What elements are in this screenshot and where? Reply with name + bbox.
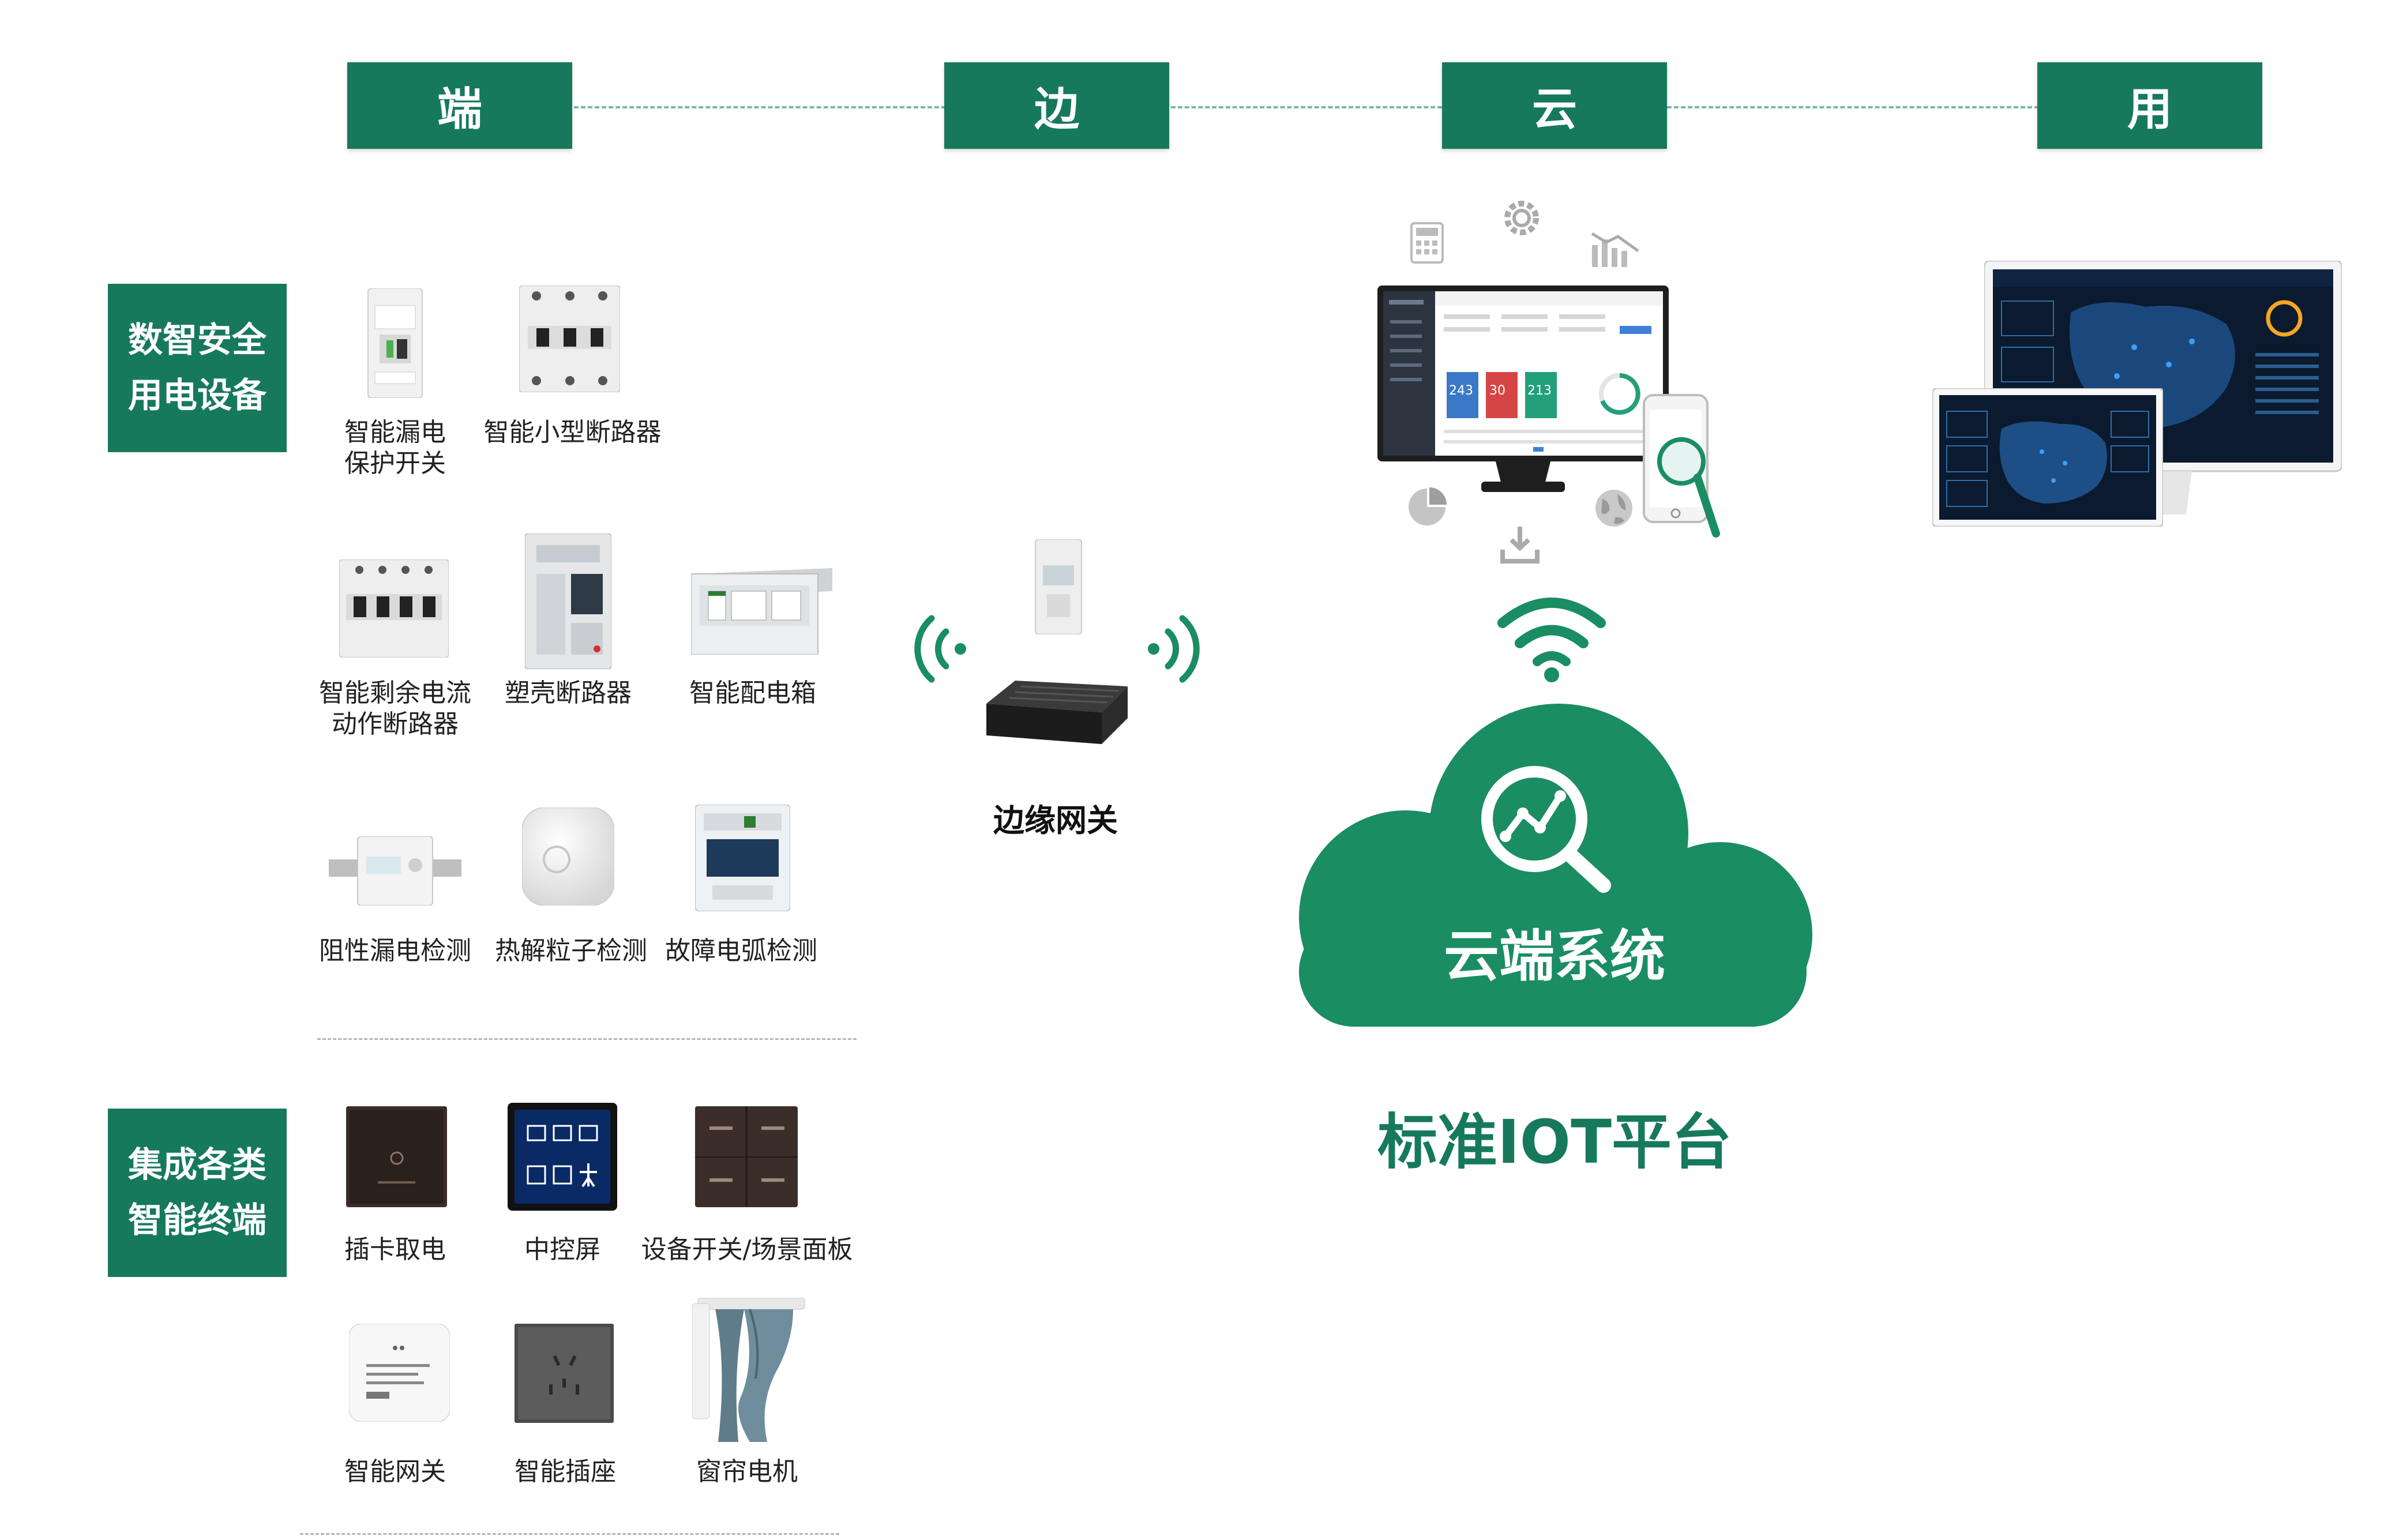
device-label-molded-breaker: 塑壳断路器 [496, 678, 640, 709]
device-label-pyrolysis-detect: 热解粒子检测 [490, 936, 652, 967]
device-label-resistive-detect: 阻性漏电检测 [314, 936, 476, 967]
device-label-smart-socket: 智能插座 [490, 1456, 640, 1488]
category-line: 集成各类 [128, 1145, 266, 1185]
curtain-motor-image [692, 1298, 805, 1442]
tier-application: 用 [2037, 62, 2262, 149]
label-line: 窗帘电机 [696, 1457, 798, 1486]
dashboard-card-value: 243 [1449, 384, 1473, 398]
label-line: 保护开关 [344, 449, 446, 478]
tier-connector [1667, 106, 2039, 108]
tier-connector [574, 106, 946, 108]
category-line: 用电设备 [128, 375, 266, 416]
pyrolysis-detector-image [522, 807, 614, 906]
dashboard-card-value: 213 [1527, 384, 1552, 398]
label-line: 故障电弧检测 [665, 936, 817, 966]
category-line: 智能终端 [128, 1200, 266, 1241]
device-label-mini-breaker: 智能小型断路器 [473, 417, 672, 448]
smart-gateway-image [349, 1324, 450, 1422]
management-monitor-image [1377, 286, 1669, 492]
device-label-residual-breaker: 智能剩余电流 动作断路器 [311, 678, 479, 740]
label-line: 塑壳断路器 [505, 678, 632, 708]
card-power-switch-image [346, 1106, 447, 1207]
section-divider [300, 1533, 839, 1535]
label-line: 中控屏 [524, 1235, 600, 1264]
label-line: 智能剩余电流 [319, 678, 471, 708]
device-label-arc-detect: 故障电弧检测 [660, 936, 822, 967]
label-line: 智能漏电 [344, 418, 446, 447]
edge-gateway-image [986, 681, 1128, 744]
label-line: 智能插座 [515, 1457, 616, 1486]
cloud-shape [1299, 704, 1812, 1027]
category-line: 数智安全 [128, 320, 266, 360]
label-line: 插卡取电 [344, 1235, 446, 1264]
analytics-search-icon [1481, 766, 1611, 893]
wifi-signal-icon [1497, 598, 1606, 682]
label-line: 智能配电箱 [689, 678, 816, 708]
device-label-smart-gateway: 智能网关 [320, 1456, 470, 1488]
category-smart-terminals: 集成各类 智能终端 [108, 1109, 287, 1277]
arc-detector-image [695, 805, 790, 911]
device-label-card-power: 插卡取电 [320, 1234, 470, 1265]
device-label-distribution-box: 智能配电箱 [681, 678, 825, 709]
label-line: 智能小型断路器 [483, 418, 662, 447]
chart-trend-icon [1591, 232, 1639, 267]
calculator-icon [1410, 222, 1444, 264]
label-line: 智能网关 [344, 1457, 446, 1486]
dashboard-card-value: 30 [1489, 384, 1505, 398]
tier-connector [1171, 106, 1442, 108]
molded-breaker-image [525, 534, 611, 669]
gear-icon [1504, 201, 1539, 235]
category-safety-devices: 数智安全 用电设备 [108, 284, 287, 452]
cloud-system-label: 云端系统 [1444, 924, 1665, 989]
device-label-control-screen: 中控屏 [487, 1234, 637, 1265]
edge-meter-image [1035, 539, 1082, 634]
residual-breaker-image [339, 559, 449, 658]
device-label-curtain-motor: 窗帘电机 [672, 1456, 822, 1488]
tier-edge: 边 [944, 62, 1169, 149]
dashboard-tablet-image [1932, 388, 2163, 527]
tier-device: 端 [347, 62, 572, 149]
leakage-switch-image [367, 288, 423, 398]
label-line: 动作断路器 [332, 709, 459, 739]
control-screen-image [508, 1103, 617, 1211]
mobile-phone-image [1643, 394, 1720, 538]
download-icon [1500, 527, 1540, 564]
distribution-box-image [691, 568, 832, 655]
label-line: 热解粒子检测 [495, 936, 647, 966]
smart-socket-image [515, 1324, 614, 1423]
device-label-leakage-switch: 智能漏电 保护开关 [323, 417, 467, 479]
label-line: 设备开关/场景面板 [641, 1235, 853, 1264]
section-divider [317, 1038, 857, 1040]
device-label-scene-panel: 设备开关/场景面板 [634, 1234, 859, 1265]
platform-label: 标准IOT平台 [1377, 1107, 1732, 1177]
edge-gateway-label: 边缘网关 [993, 802, 1118, 839]
wireless-signal-right-icon [1148, 615, 1200, 683]
scene-panel-image [695, 1106, 798, 1207]
resistive-detector-image [329, 836, 461, 906]
pie-chart-icon [1409, 487, 1447, 525]
tier-cloud: 云 [1442, 62, 1667, 149]
mini-breaker-image [519, 286, 620, 392]
wireless-signal-left-icon [914, 615, 966, 683]
globe-icon [1595, 490, 1632, 527]
label-line: 阻性漏电检测 [319, 936, 471, 966]
